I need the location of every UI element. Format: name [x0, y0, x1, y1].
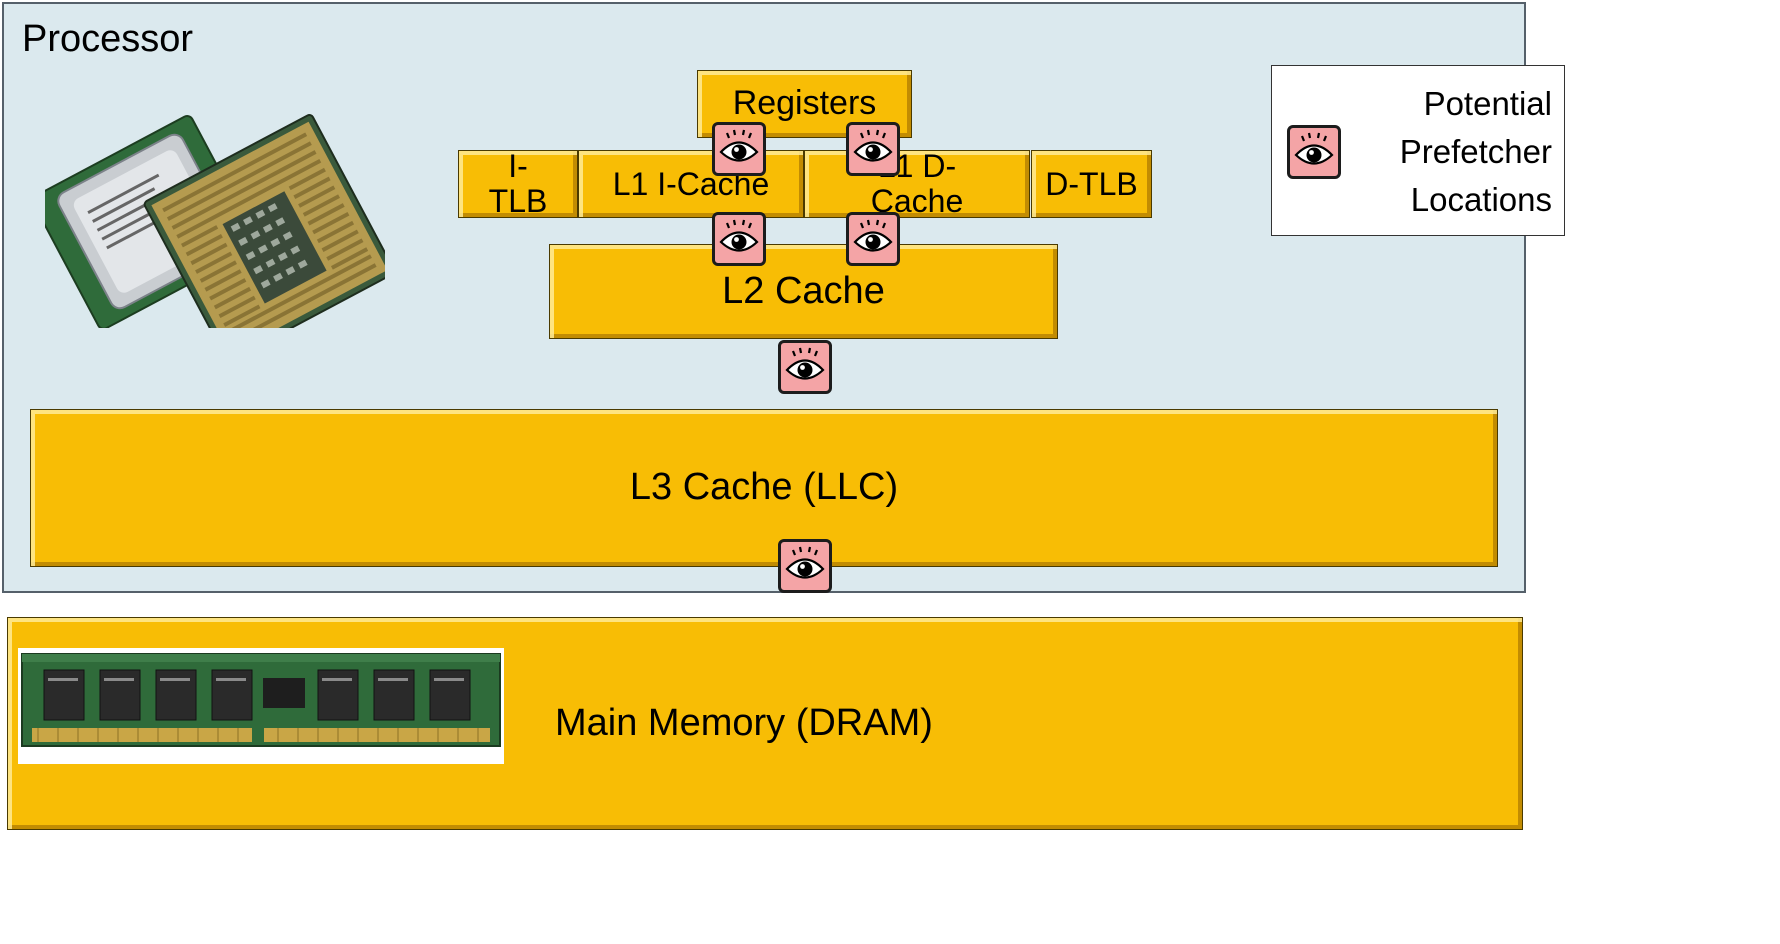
legend-label: Potential Prefetcher Locations	[1399, 85, 1552, 218]
eye-icon	[778, 539, 832, 593]
eye-icon	[712, 212, 766, 266]
eye-icon	[1287, 125, 1341, 179]
l3-cache-block: L3 Cache (LLC)	[30, 409, 1498, 567]
eye-icon	[846, 212, 900, 266]
eye-icon	[778, 340, 832, 394]
memory-module-image	[18, 648, 504, 764]
d-tlb-block: D-TLB	[1031, 150, 1152, 218]
processor-title: Processor	[22, 18, 194, 60]
eye-icon	[846, 122, 900, 176]
eye-icon	[712, 122, 766, 176]
main-memory-label: Main Memory (DRAM)	[555, 702, 933, 744]
l1-d-cache-block: L1 D- Cache	[804, 149, 1030, 218]
l2-cache-block: L2 Cache	[549, 244, 1058, 339]
i-tlb-block: I- TLB	[458, 149, 578, 218]
processor-chip-image	[45, 113, 385, 328]
l1-i-cache-block: L1 I-Cache	[578, 150, 804, 218]
